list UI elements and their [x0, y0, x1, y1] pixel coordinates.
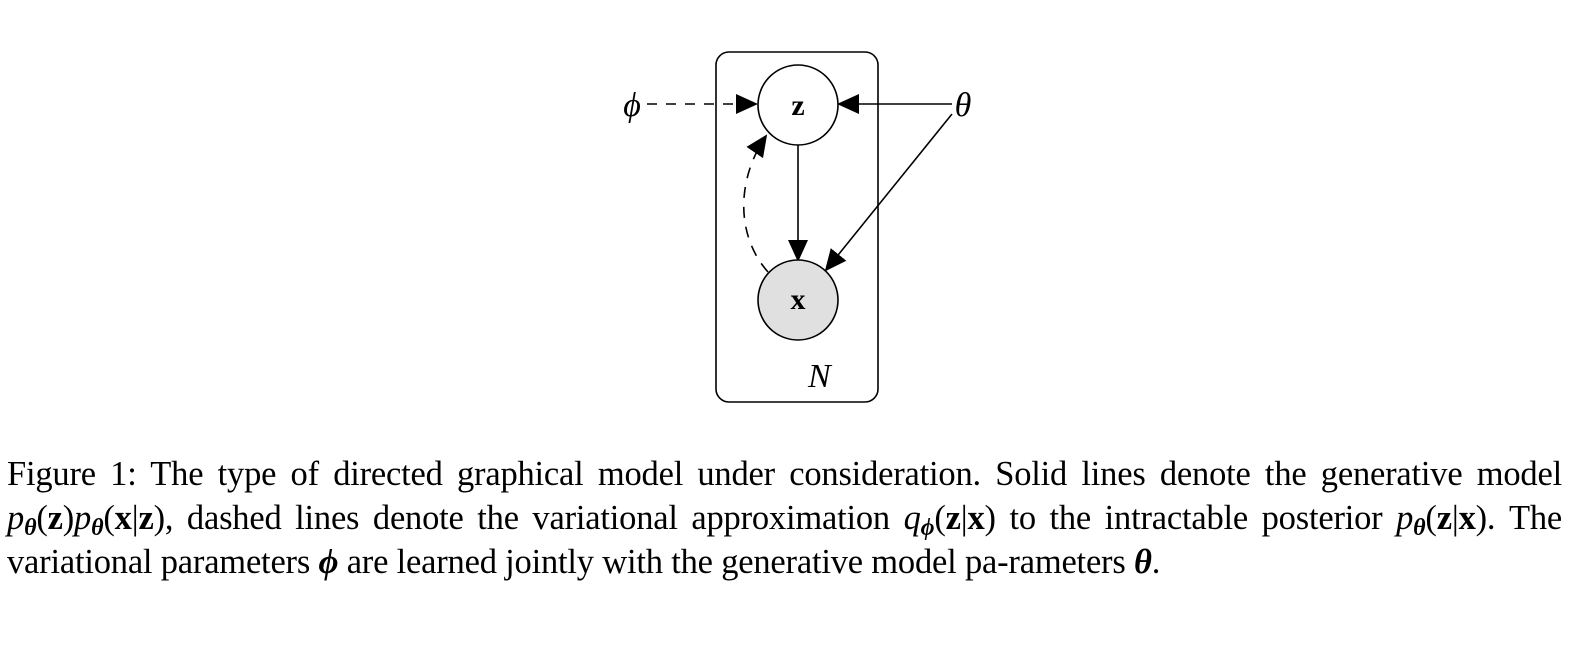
caption-math-phi: ϕ: [318, 543, 339, 581]
plate-label: N: [807, 358, 833, 395]
caption-math-z: z: [138, 499, 154, 537]
edge-x-to-z-dashed: [743, 134, 769, 273]
caption-math-p: p: [74, 499, 92, 537]
caption-prefix: Figure 1: The type of directed graphical…: [7, 455, 1562, 493]
caption-math-x: x: [1458, 499, 1476, 537]
edge-theta-to-x: [824, 113, 953, 272]
caption-math-bar: |: [131, 499, 139, 537]
caption-math-bar: |: [1451, 499, 1459, 537]
caption-math-theta-sub: θ: [1413, 515, 1426, 541]
caption-math-theta: θ: [1134, 543, 1152, 581]
node-z: [757, 64, 839, 146]
caption-math-paren: ): [984, 499, 997, 537]
param-phi-label: ϕ: [623, 87, 641, 124]
caption-math-z: z: [1436, 499, 1452, 537]
caption-text: to the intractable posterior: [995, 499, 1397, 537]
caption-text: , dashed lines denote the variational ap…: [164, 499, 904, 537]
caption-math-p: p: [1396, 499, 1414, 537]
caption-math-theta-sub: θ: [24, 515, 37, 541]
caption-math-x: x: [114, 499, 132, 537]
caption-math-paren: (: [934, 499, 946, 537]
graphical-model-diagram: N z x ϕ θ: [623, 51, 972, 403]
caption-text: .: [1151, 543, 1161, 581]
caption-math-z: z: [47, 499, 63, 537]
node-z-label: z: [791, 89, 804, 122]
caption-math-bar: |: [960, 499, 968, 537]
caption-math-theta-sub: θ: [91, 515, 104, 541]
graphical-model-figure: N z x ϕ θ: [623, 51, 972, 403]
caption-math-phi-sub: ϕ: [920, 515, 935, 541]
figure-caption: Figure 1: The type of directed graphical…: [7, 452, 1562, 584]
caption-math-p: p: [7, 499, 25, 537]
caption-math-paren: (: [36, 499, 48, 537]
node-x-label: x: [791, 283, 806, 316]
caption-math-q: q: [903, 499, 921, 537]
caption-math-paren: (: [103, 499, 115, 537]
node-x: [757, 259, 839, 341]
caption-text: . The variational parameters: [7, 499, 1562, 581]
caption-text: are learned jointly with the generative …: [338, 543, 1134, 581]
caption-math-paren: ): [153, 499, 166, 537]
caption-math-paren: (: [1425, 499, 1437, 537]
caption-math-paren: ): [62, 499, 75, 537]
caption-math-z: z: [945, 499, 961, 537]
caption-math-paren: ): [1475, 499, 1488, 537]
caption-math-x: x: [967, 499, 985, 537]
plate-rectangle: [715, 51, 879, 403]
param-theta-label: θ: [955, 87, 972, 124]
